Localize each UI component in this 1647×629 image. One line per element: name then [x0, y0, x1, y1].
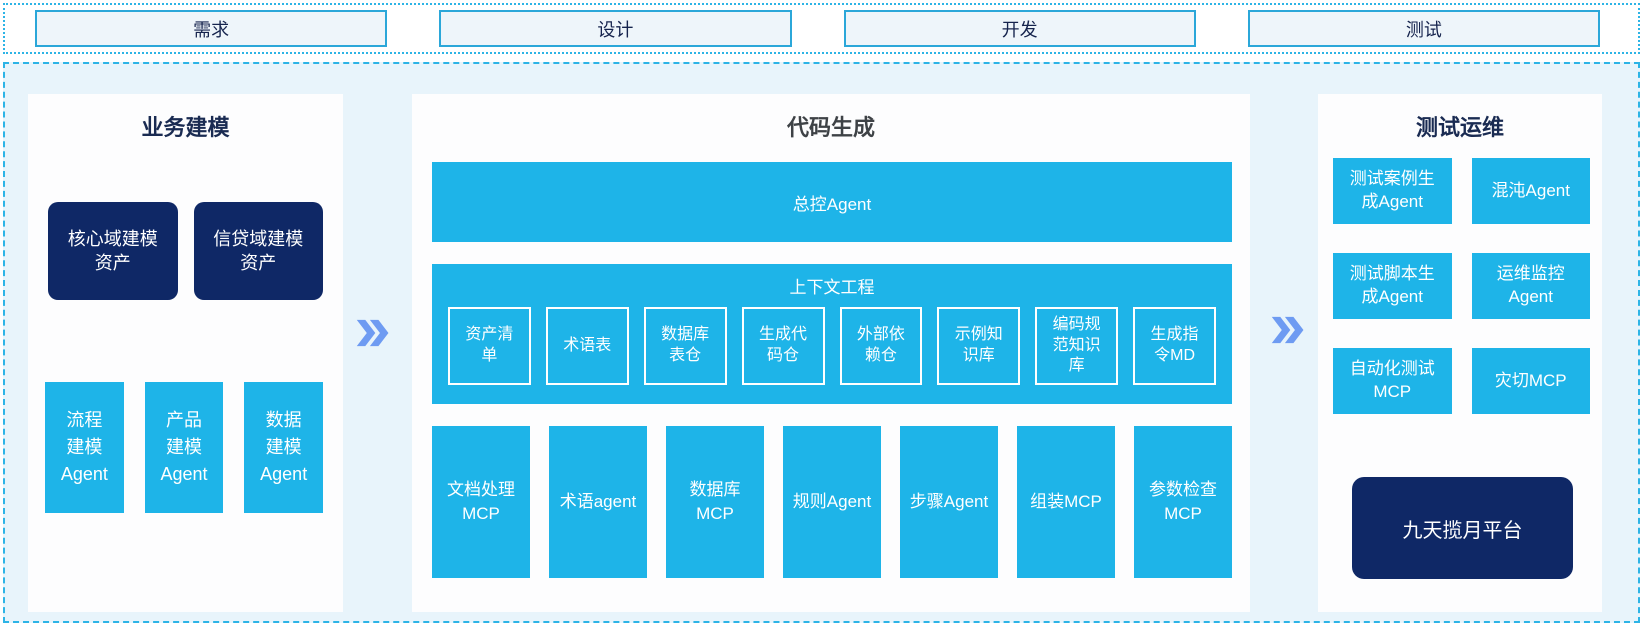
database-mcp-box: 数据库 MCP — [666, 426, 764, 578]
assembly-mcp-box: 组装MCP — [1017, 426, 1115, 578]
document-processing-mcp-box: 文档处理 MCP — [432, 426, 530, 578]
terminology-agent-box: 术语agent — [549, 426, 647, 578]
panel-code-generation: 代码生成 总控Agent 上下文工程 资产清 单 术语表 数据库 表仓 生成代 … — [412, 94, 1250, 612]
data-modeling-agent-box: 数据 建模 Agent — [244, 382, 324, 513]
test-script-generation-agent-box: 测试脚本生 成Agent — [1333, 253, 1452, 319]
credit-domain-modeling-assets-box: 信贷域建模 资产 — [193, 202, 323, 300]
master-control-agent-bar: 总控Agent — [432, 162, 1232, 242]
product-modeling-agent-box: 产品 建模 Agent — [144, 382, 224, 513]
ops-monitoring-agent-box: 运维监控 Agent — [1471, 253, 1590, 319]
external-dependency-repo-box: 外部依 赖仓 — [839, 307, 923, 385]
chaos-agent-box: 混沌Agent — [1471, 158, 1590, 224]
parameter-check-mcp-box: 参数检查 MCP — [1134, 426, 1232, 578]
coding-standards-knowledge-base-box: 编码规 范知识 库 — [1035, 307, 1119, 385]
test-case-generation-agent-box: 测试案例生 成Agent — [1333, 158, 1452, 224]
context-engineering-block: 上下文工程 资产清 单 术语表 数据库 表仓 生成代 码仓 外部依 赖仓 示例知… — [432, 264, 1232, 404]
phase-strip: 需求 设计 开发 测试 — [3, 3, 1640, 54]
context-engineering-items: 资产清 单 术语表 数据库 表仓 生成代 码仓 外部依 赖仓 示例知 识库 编码… — [432, 307, 1232, 385]
modeling-assets-row: 核心域建模 资产 信贷域建模 资产 — [48, 202, 323, 300]
phase-box-design: 设计 — [439, 10, 792, 47]
disaster-switch-mcp-box: 灾切MCP — [1471, 348, 1590, 414]
test-ops-grid: 测试案例生 成Agent 混沌Agent 测试脚本生 成Agent 运维监控 A… — [1333, 158, 1590, 414]
double-chevron-right-icon — [1271, 314, 1305, 346]
phase-box-development: 开发 — [843, 10, 1196, 47]
database-table-repo-box: 数据库 表仓 — [643, 307, 727, 385]
generation-instruction-md-box: 生成指 令MD — [1133, 307, 1216, 385]
phase-box-testing: 测试 — [1247, 10, 1600, 47]
core-domain-modeling-assets-box: 核心域建模 资产 — [48, 202, 178, 300]
business-modeling-title: 业务建模 — [141, 115, 230, 140]
jiutian-lanyue-platform-box: 九天揽月平台 — [1352, 477, 1573, 579]
generated-code-repo-box: 生成代 码仓 — [741, 307, 825, 385]
context-engineering-title: 上下文工程 — [789, 278, 875, 297]
phase-box-requirements: 需求 — [35, 10, 388, 47]
asset-list-box: 资产清 单 — [448, 307, 531, 385]
process-modeling-agent-box: 流程 建模 Agent — [45, 382, 124, 513]
code-generation-bottom-row: 文档处理 MCP 术语agent 数据库 MCP 规则Agent 步骤Agent… — [432, 426, 1232, 578]
glossary-box: 术语表 — [545, 307, 629, 385]
automated-testing-mcp-box: 自动化测试 MCP — [1333, 348, 1452, 414]
double-chevron-right-icon — [356, 317, 390, 349]
panel-business-modeling: 业务建模 核心域建模 资产 信贷域建模 资产 流程 建模 Agent 产品 建模… — [28, 94, 343, 612]
test-ops-title: 测试运维 — [1415, 115, 1504, 140]
example-knowledge-base-box: 示例知 识库 — [937, 307, 1021, 385]
rule-agent-box: 规则Agent — [783, 426, 881, 578]
step-agent-box: 步骤Agent — [900, 426, 998, 578]
panel-test-ops: 测试运维 测试案例生 成Agent 混沌Agent 测试脚本生 成Agent 运… — [1318, 94, 1602, 612]
code-generation-title: 代码生成 — [786, 115, 875, 140]
modeling-agents-row: 流程 建模 Agent 产品 建模 Agent 数据 建模 Agent — [45, 382, 324, 513]
